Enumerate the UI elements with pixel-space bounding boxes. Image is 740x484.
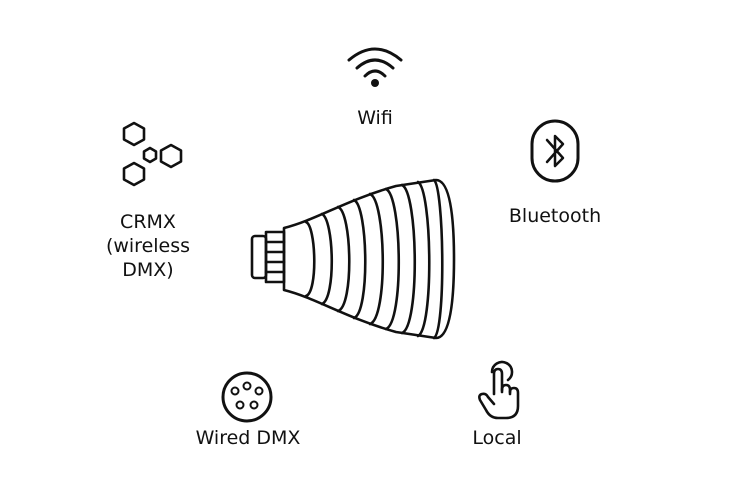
crmx-label-line-3: DMX) <box>122 259 174 281</box>
local-label: Local <box>472 427 522 449</box>
wifi-label: Wifi <box>357 107 393 129</box>
wired-dmx-label: Wired DMX <box>195 427 301 449</box>
hexagons-icon <box>112 120 190 190</box>
bluetooth-icon <box>529 118 581 184</box>
bluetooth-label: Bluetooth <box>508 205 602 227</box>
wifi-icon <box>345 44 405 88</box>
dmx-connector-icon <box>220 370 274 424</box>
crmx-label-line-2: (wireless <box>105 235 191 257</box>
hand-touch-icon <box>474 360 524 422</box>
light-bulb-icon <box>246 176 462 342</box>
crmx-label-line-1: CRMX <box>120 211 176 233</box>
